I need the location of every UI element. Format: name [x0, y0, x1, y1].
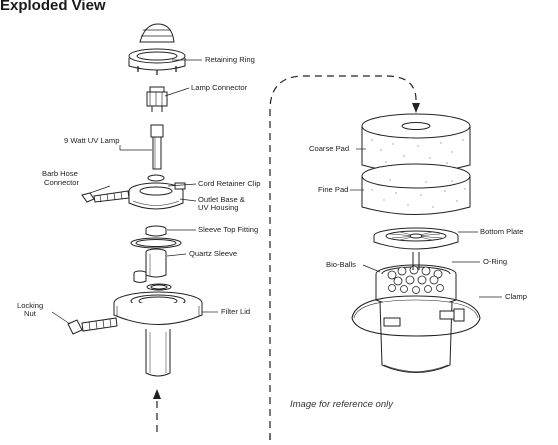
label-fine-pad: Fine Pad: [318, 185, 349, 194]
label-bio-balls: Bio-Balls: [326, 260, 356, 269]
reference-note: Image for reference only: [290, 399, 393, 410]
clamp-part: [351, 295, 481, 337]
flow-arrow-down: [412, 103, 420, 113]
label-barb-hose-line2: Connector: [44, 178, 80, 187]
bio-balls-part: [375, 252, 457, 308]
leader-lines: [51, 59, 502, 325]
sleeve-top-fitting-part: [130, 225, 182, 249]
bottom-plate-part: [373, 227, 459, 250]
label-locking-line1: Locking: [17, 301, 44, 310]
label-outlet-base-line1: Outlet Base &: [198, 195, 245, 204]
quartz-sleeve-part: [145, 248, 167, 278]
retaining-ring-part: [128, 23, 186, 75]
label-uv-lamp: 9 Watt UV Lamp: [64, 136, 120, 145]
coarse-pad-part: [361, 113, 471, 173]
page-title: Exploded View: [0, 0, 106, 14]
label-lamp-connector: Lamp Connector: [191, 83, 248, 92]
label-bottom-plate: Bottom Plate: [480, 227, 524, 236]
label-coarse-pad: Coarse Pad: [309, 144, 350, 153]
flow-path: [156, 75, 417, 440]
label-quartz-sleeve: Quartz Sleeve: [189, 249, 238, 258]
label-barb-hose-line1: Barb Hose: [42, 169, 78, 178]
label-sleeve-top-fitting: Sleeve Top Fitting: [198, 225, 259, 234]
label-clamp: Clamp: [505, 292, 527, 301]
flow-arrow-up: [153, 389, 161, 399]
outlet-base-part: [128, 174, 186, 210]
label-locking-line2: Nut: [24, 309, 36, 318]
label-filter-lid: Filter Lid: [221, 307, 251, 316]
label-outlet-base-line2: UV Housing: [198, 203, 239, 212]
lid-fitting-part: [133, 270, 172, 291]
uv-lamp-part: [150, 124, 164, 170]
filter-lid-part: [113, 291, 203, 377]
locking-nut-part: [67, 317, 118, 335]
label-cord-retainer-clip: Cord Retainer Clip: [198, 179, 261, 188]
label-retaining-ring: Retaining Ring: [205, 55, 255, 64]
barb-hose-connector-part: [81, 190, 130, 203]
lamp-connector-part: [146, 86, 168, 112]
pad-texture: [371, 137, 466, 208]
label-o-ring: O-Ring: [483, 257, 508, 266]
fine-pad-part: [361, 163, 471, 215]
